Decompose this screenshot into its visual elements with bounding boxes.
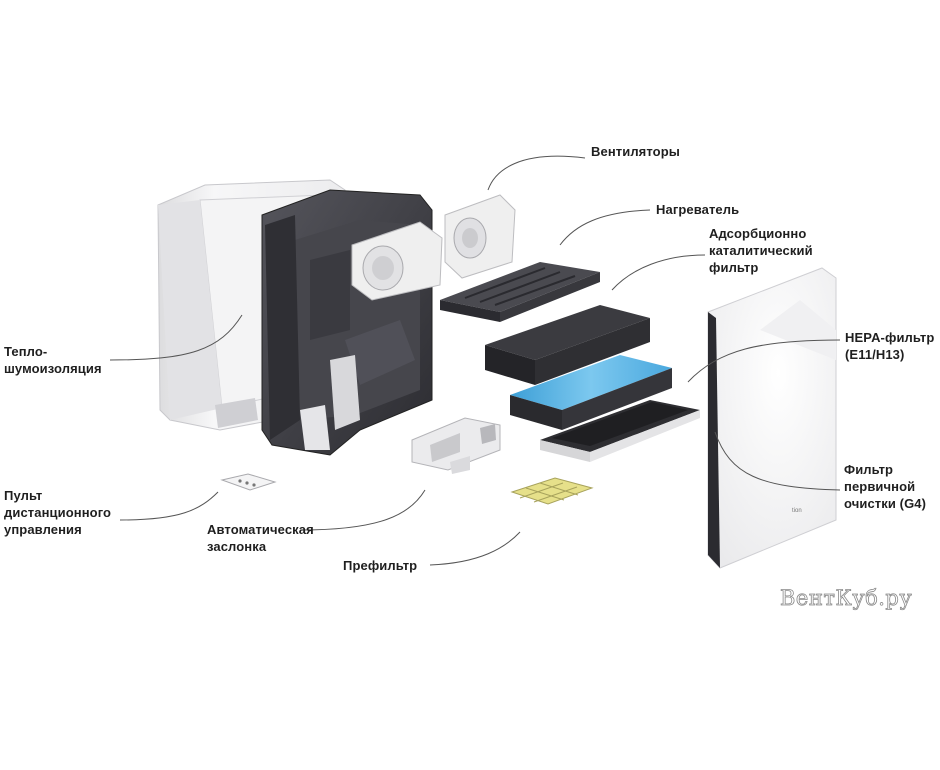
leader-lines: [109, 155, 841, 566]
label-remote-line-3: управления: [4, 522, 82, 537]
label-damper-line-2: заслонка: [207, 539, 267, 554]
label-fans: Вентиляторы: [591, 143, 680, 160]
label-remote-control: Пульт дистанционного управления: [4, 487, 111, 538]
prefilter: [510, 477, 594, 505]
label-adsorption-line-1: Адсорбционно: [709, 226, 807, 241]
label-primary-filter-line-1: Фильтр: [844, 462, 894, 477]
label-insulation: Тепло- шумоизоляция: [4, 343, 102, 377]
watermark: ВентКуб.ру: [780, 586, 913, 611]
leader-damper: [299, 489, 426, 531]
label-hepa-line-1: HEPA-фильтр: [845, 330, 935, 345]
front-panel: tion: [707, 267, 837, 569]
label-primary-filter-line-2: первичной: [844, 479, 916, 494]
leader-remote: [119, 491, 219, 521]
leader-primary-filter: [714, 431, 841, 491]
label-prefilter-line: Префильтр: [343, 558, 418, 573]
heater: [440, 262, 600, 322]
label-damper-line-1: Автоматическая: [207, 522, 314, 537]
label-automatic-damper: Автоматическая заслонка: [207, 521, 314, 555]
label-adsorption-filter: Адсорбционно каталитический фильтр: [709, 225, 813, 276]
svg-text:tion: tion: [792, 508, 802, 514]
label-insulation-line-1: Тепло-: [4, 344, 48, 359]
label-adsorption-line-2: каталитический: [709, 243, 813, 258]
leader-hepa: [687, 339, 841, 383]
label-adsorption-line-3: фильтр: [709, 260, 759, 275]
label-primary-filter-line-3: очистки (G4): [844, 496, 927, 511]
fan-unit-left: [351, 221, 443, 301]
leader-prefilter: [429, 531, 521, 566]
label-fans-line: Вентиляторы: [591, 144, 680, 159]
leader-adsorption: [611, 254, 706, 291]
label-primary-filter: Фильтр первичной очистки (G4): [844, 461, 926, 512]
primary-filter-g4: [540, 400, 700, 462]
label-heater-line: Нагреватель: [656, 202, 740, 217]
label-remote-line-2: дистанционного: [4, 505, 112, 520]
label-prefilter: Префильтр: [343, 557, 417, 574]
label-hepa-filter: HEPA-фильтр (E11/H13): [845, 329, 934, 363]
label-remote-line-1: Пульт: [4, 488, 43, 503]
automatic-damper: [411, 417, 501, 474]
hepa-filter: [510, 355, 672, 430]
label-heater: Нагреватель: [656, 201, 739, 218]
remote-control: [220, 473, 277, 491]
fan-unit-right: [444, 194, 516, 279]
label-hepa-line-2: (E11/H13): [845, 347, 905, 362]
label-insulation-line-2: шумоизоляция: [4, 361, 102, 376]
adsorption-filter: [485, 305, 650, 385]
leader-insulation: [109, 314, 243, 361]
leader-heater: [559, 209, 651, 246]
leader-fans: [487, 155, 586, 191]
